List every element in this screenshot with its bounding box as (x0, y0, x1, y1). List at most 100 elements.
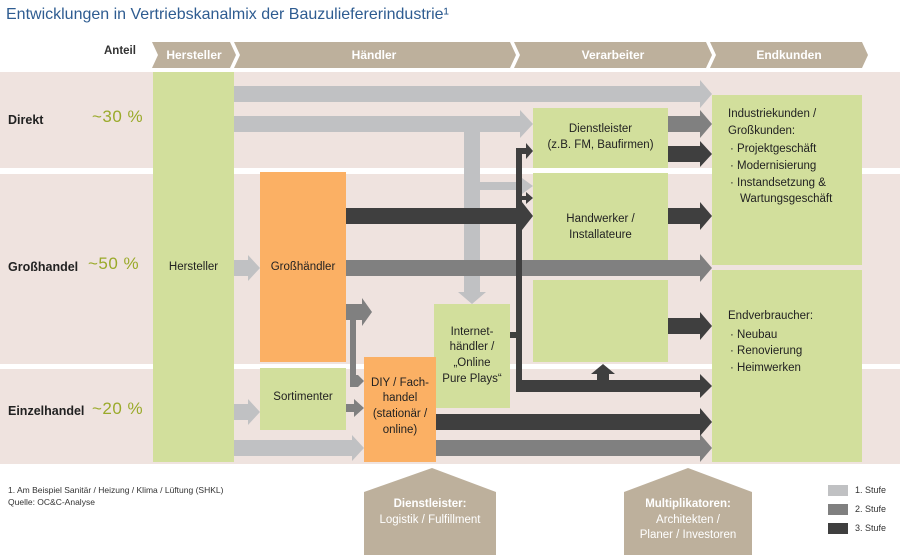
row-label-grosshandel: Großhandel (8, 260, 79, 274)
arrow-verarbeiter-endverbraucher (668, 312, 712, 340)
arrow-dienstleister-industrie (668, 110, 712, 138)
internet-line-4: Pure Plays“ (442, 372, 502, 385)
box-internet-label: Internet- händler / „Online Pure Plays“ (434, 320, 510, 392)
endverbraucher-block: Endverbraucher: · Neubau · Renovierung ·… (728, 308, 813, 377)
house-dienstleister-label: Dienstleister: Logistik / Fulfillment (364, 497, 496, 528)
box-internet-bg (434, 304, 510, 408)
arrow-hersteller-grosshaendler (234, 255, 260, 281)
internet-line-2: händler / (449, 341, 495, 354)
arrow-hersteller-diy (234, 435, 364, 461)
industrie-item-1: · Projektgeschäft (730, 143, 817, 156)
legend-label-stufe-2: 2. Stufe (855, 504, 887, 514)
header-hersteller: Hersteller (166, 48, 222, 62)
industrie-item-3-text: Instandsetzung & (737, 176, 826, 189)
house-multiplikatoren-sub2: Planer / Investoren (639, 529, 737, 542)
row-label-einzelhandel: Einzelhandel (8, 404, 85, 418)
industrie-item-2-text: Modernisierung (737, 160, 817, 173)
header-haendler: Händler (351, 48, 397, 62)
arrow-hersteller-endkunden-top (234, 80, 712, 108)
arrow-grosshaendler-endkunden (346, 254, 712, 282)
arrow-up-verarbeiter (591, 364, 615, 392)
box-endverbraucher-bg (712, 270, 862, 462)
arrow-handwerker-industrie (668, 202, 712, 230)
box-grosshaendler-bg (260, 172, 346, 362)
industrie-item-1-text: Projektgeschäft (737, 143, 817, 156)
box-hersteller-bg (153, 72, 234, 462)
legend-label-stufe-3: 3. Stufe (855, 523, 887, 533)
diy-line-4: online) (382, 423, 418, 436)
industrie-item-2: · Modernisierung (730, 160, 817, 173)
share-direkt: ~30 % (92, 107, 144, 126)
box-verarbeiter-lower-bg (533, 280, 668, 362)
arrow-grosshaendler-diy (350, 320, 364, 387)
endverbraucher-item-2-text: Renovierung (737, 345, 803, 358)
endverbraucher-item-2: · Renovierung (730, 345, 803, 358)
legend-swatch-stufe-1 (828, 485, 848, 496)
arrow-to-handwerker-dark (522, 192, 533, 204)
house-multiplikatoren-label: Multiplikatoren: Architekten / Planer / … (624, 497, 752, 544)
arrow-dienstleister-industrie-dark (668, 141, 712, 167)
box-sortimenter-label: Sortimenter (273, 391, 333, 404)
box-industriekunden-bg (712, 95, 862, 265)
footnote-source: Quelle: OC&C-Analyse (8, 497, 95, 507)
endverbraucher-title: Endverbraucher: (728, 310, 814, 322)
header-chevron-verarbeiter (514, 42, 712, 68)
box-handwerker-label: Handwerker / Installateure (533, 208, 668, 248)
box-grosshaendler-label: Großhändler (270, 261, 336, 274)
arrow-internet-verarbeiter (510, 332, 522, 338)
arrow-bottom-line (516, 374, 712, 398)
page-title: Entwicklungen in Vertriebskanalmix der B… (6, 6, 449, 23)
industrie-item-3: · Instandsetzung & (730, 176, 826, 189)
legend-swatch-stufe-3 (828, 523, 848, 534)
header-chevron-haendler (234, 42, 516, 68)
house-dienstleister-sub: Logistik / Fulfillment (379, 513, 481, 526)
legend-swatch-stufe-2 (828, 504, 848, 515)
diy-line-2: handel (382, 392, 418, 405)
header-chevron-hersteller (152, 42, 236, 68)
arrow-grosshaendler-handwerker (346, 202, 533, 230)
internet-line-3: „Online (453, 357, 491, 369)
house-multiplikatoren-sub1: Architekten / (656, 513, 720, 526)
anteil-header: Anteil (104, 45, 136, 57)
handwerker-line-2: Installateure (569, 229, 632, 241)
box-sortimenter-bg (260, 368, 346, 430)
house-multiplikatoren-shape (624, 468, 752, 555)
industrie-title-1: Industriekunden / (728, 108, 817, 120)
arrow-diy-endkunden-dark (436, 408, 712, 436)
handwerker-line-1: Handwerker / (566, 213, 635, 226)
arrows-stage-3 (346, 141, 712, 436)
footnote-1: 1. Am Beispiel Sanitär / Heizung / Klima… (8, 485, 224, 495)
header-verarbeiter: Verarbeiter (581, 48, 645, 62)
endverbraucher-item-3-text: Heimwerken (737, 362, 801, 375)
box-dienstleister-label: Dienstleister (z.B. FM, Baufirmen) (533, 118, 668, 158)
box-hersteller-label: Hersteller (168, 261, 219, 274)
box-dienstleister-bg (533, 108, 668, 168)
endverbraucher-item-1: · Neubau (730, 328, 778, 341)
dienstleister-line-2: (z.B. FM, Baufirmen) (547, 139, 654, 151)
house-multiplikatoren-title: Multiplikatoren: (645, 498, 731, 510)
share-grosshandel: ~50 % (88, 254, 140, 273)
box-diy-bg (364, 357, 436, 462)
arrow-sortimenter-diy (346, 399, 364, 417)
box-handwerker-bg (533, 173, 668, 265)
diy-line-1: DIY / Fach- (371, 376, 429, 389)
legend-label-stufe-1: 1. Stufe (855, 485, 887, 495)
house-dienstleister-title: Dienstleister: (393, 498, 467, 510)
arrow-internet-vertical (516, 148, 522, 380)
header-chevron-endkunden (710, 42, 868, 68)
endverbraucher-item-1-text: Neubau (737, 328, 778, 341)
arrow-diy-endkunden-mid (436, 434, 712, 462)
house-dienstleister-shape (364, 468, 496, 555)
industrie-item-4: Wartungsgeschäft (740, 193, 833, 206)
arrows-stage-2 (346, 110, 712, 462)
diy-line-3: (stationär / (372, 408, 428, 420)
industrie-title-2: Großkunden: (728, 124, 796, 137)
arrow-internet-dienstleister (516, 143, 533, 159)
share-einzelhandel: ~20 % (92, 399, 144, 418)
arrow-hersteller-sortimenter (234, 399, 260, 425)
industriekunden-block: Industriekunden / Großkunden: · Projektg… (728, 106, 832, 208)
dienstleister-line-1: Dienstleister (568, 123, 633, 136)
arrow-grosshaendler-internet (346, 298, 372, 326)
